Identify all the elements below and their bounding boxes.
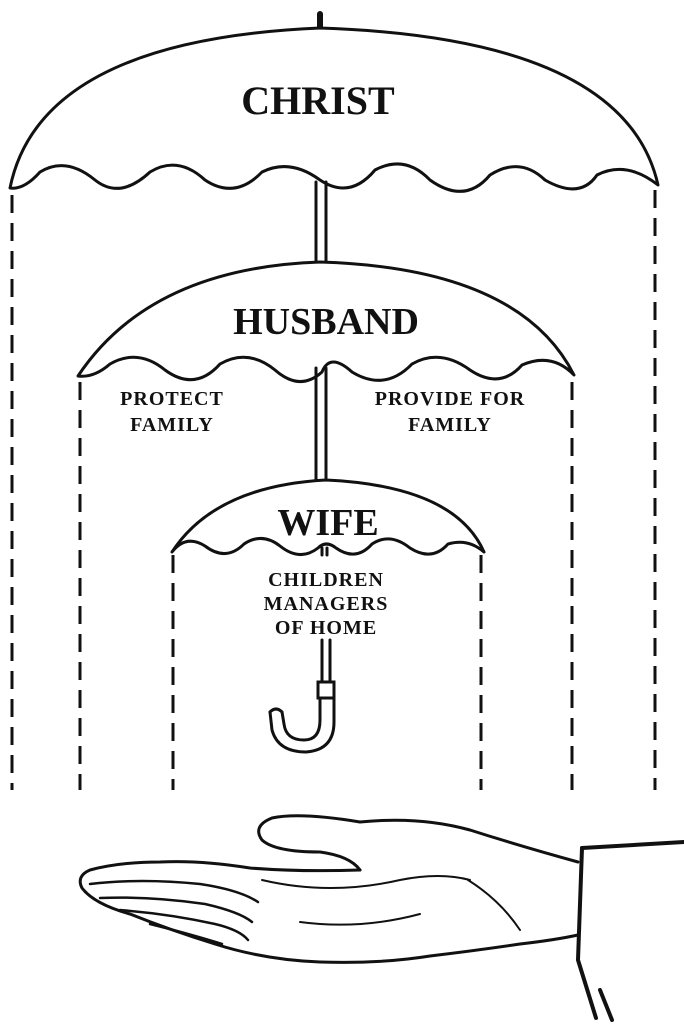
- wife-note-line2: MANAGERS: [264, 593, 389, 615]
- husband-label: HUSBAND: [233, 301, 419, 343]
- wife-label: WIFE: [277, 502, 378, 544]
- umbrella-husband-icon: [78, 262, 574, 480]
- open-hand-icon: [80, 816, 684, 1020]
- umbrella-christ-icon: [10, 14, 658, 262]
- husband-note-protect-line2: FAMILY: [130, 414, 214, 436]
- husband-note-provide-line2: FAMILY: [408, 414, 492, 436]
- husband-note-protect-line1: PROTECT: [120, 388, 224, 410]
- christ-label: CHRIST: [241, 78, 395, 123]
- wife-note-line1: CHILDREN: [268, 569, 384, 591]
- wife-note-line3: OF HOME: [275, 617, 377, 639]
- husband-note-provide-line1: PROVIDE FOR: [375, 388, 525, 410]
